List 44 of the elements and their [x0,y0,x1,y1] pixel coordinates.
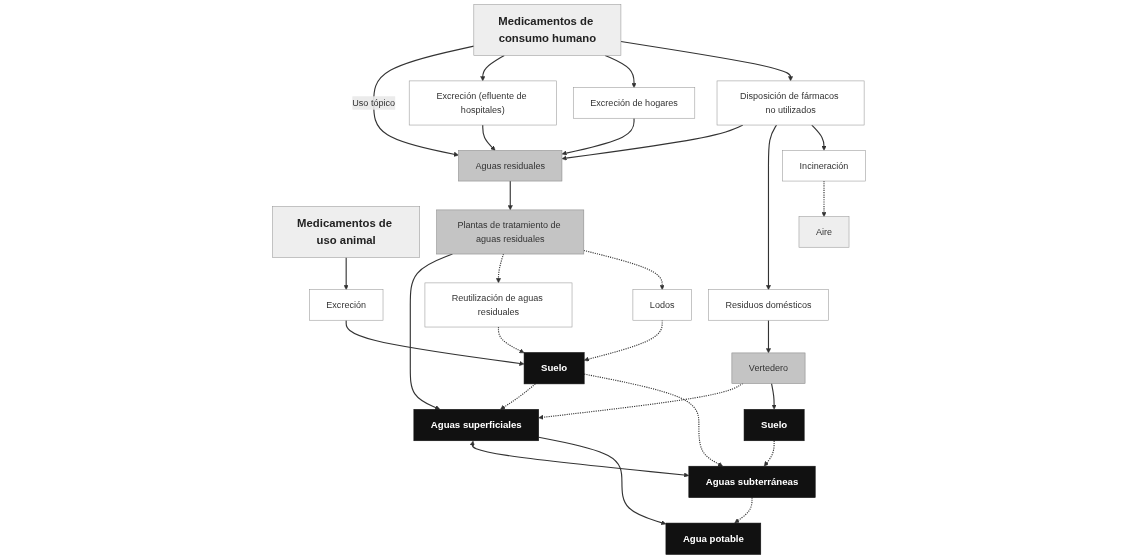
arrow [821,180,827,217]
node-box: Residuos domésticos [708,289,829,321]
arrow [538,382,744,420]
node-box: Aire [798,216,850,248]
arrow [497,326,525,354]
arrow [766,319,771,354]
arrow [811,124,827,151]
arrow [507,180,513,211]
node-box: Excreción [309,289,384,321]
node-box: Aguas superficiales [413,409,539,442]
arrow [373,45,475,157]
node-box: Excreción de hogares [573,87,696,119]
arrow [583,373,723,467]
arrow [561,117,635,156]
edge-label: Uso tópico [352,97,396,108]
arrow [500,383,536,410]
node-box: Disposición de fármacos no utilizados [716,80,865,126]
arrow [496,253,504,284]
arrow [734,497,753,524]
node-box: Lodos [632,289,692,321]
arrow [620,40,794,82]
arrow [480,54,505,82]
node-box: Excreción (efluente de hospitales) [408,80,557,126]
arrow [482,124,496,151]
arrow [604,54,637,88]
node-box: Vertedero [731,352,806,384]
arrow [764,440,775,467]
node-box: Medicamentos de uso animal [272,206,420,258]
arrow [766,124,778,290]
node-box: Plantas de tratamiento de aguas residuales [436,209,585,255]
node-box: Aguas subterráneas [688,465,816,498]
arrow [343,256,349,290]
node-box: Medicamentos de consumo humano [473,4,622,56]
arrow [345,319,525,366]
node-box: Aguas residuales [458,150,563,182]
node-box: Suelo [743,409,805,442]
node-box: Incineración [782,150,866,182]
node-box: Agua potable [665,522,762,555]
arrow [469,440,690,478]
arrow [770,382,777,410]
node-box: Reutilización de aguas residuales [424,282,573,328]
arrow [583,249,665,290]
arrow [538,436,667,526]
node-box: Suelo [523,352,585,385]
